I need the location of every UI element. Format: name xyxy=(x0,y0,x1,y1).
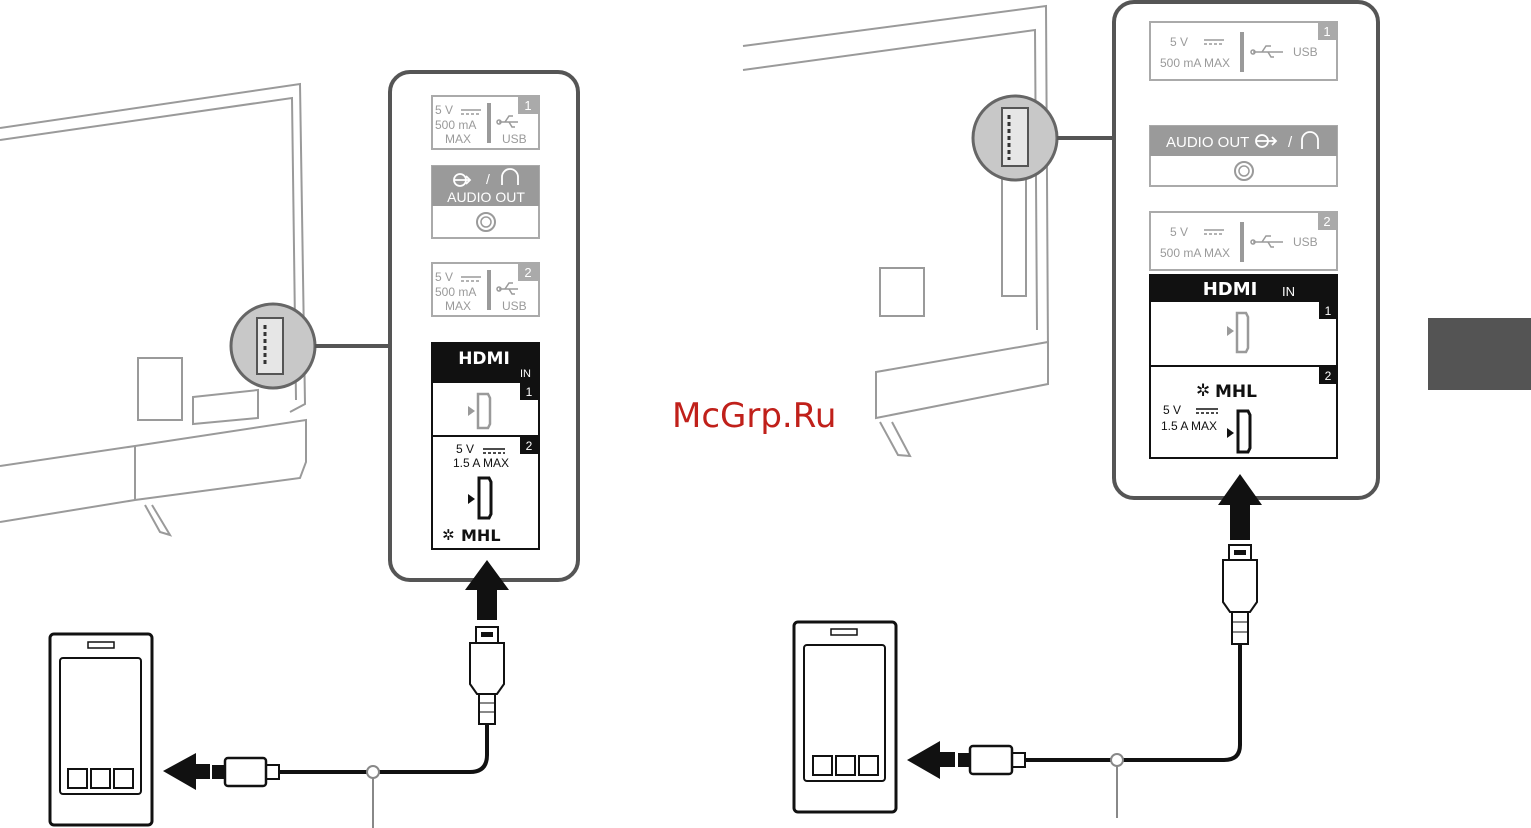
usb-voltage: 5 V xyxy=(1170,225,1188,239)
port-number: 2 xyxy=(526,439,533,453)
usb-current: 500 mA xyxy=(435,118,476,132)
port-number: 2 xyxy=(1323,214,1330,229)
hdmi-in-label: IN xyxy=(520,368,531,380)
left-cable xyxy=(163,560,509,828)
usb-max: MAX xyxy=(445,299,471,313)
port-number: 1 xyxy=(1325,304,1332,318)
mhl-logo: MHL xyxy=(461,526,501,545)
usb-max: MAX xyxy=(445,132,471,146)
port-number: 1 xyxy=(526,385,533,399)
right-smartphone xyxy=(794,622,896,812)
left-usb1-port: 1 5 V 500 mA MAX USB xyxy=(432,96,539,149)
hdmi-logo: HDMI xyxy=(458,349,510,369)
port-number: 1 xyxy=(1323,24,1330,39)
left-magnifier xyxy=(231,304,391,388)
right-usb1-port: 1 5 V 500 mA MAX USB xyxy=(1150,22,1337,80)
audio-label: AUDIO OUT xyxy=(1166,134,1249,151)
left-usb2-port: 2 5 V 500 mA MAX USB xyxy=(432,263,539,316)
left-smartphone xyxy=(50,634,152,825)
hdmi-in-label: IN xyxy=(1282,284,1295,299)
right-audio-port: AUDIO OUT / xyxy=(1150,126,1337,186)
usb-voltage: 5 V xyxy=(435,103,453,117)
usb-label: USB xyxy=(1293,235,1318,249)
section-tab xyxy=(1428,318,1531,390)
usb-label: USB xyxy=(502,132,527,146)
mhl-logo: MHL xyxy=(1215,382,1257,402)
usb-current: 500 mA xyxy=(435,285,476,299)
mhl-star-icon: ✲ xyxy=(442,526,455,544)
hdmi-logo: HDMI xyxy=(1203,279,1258,300)
mhl-star-icon: ✲ xyxy=(1196,381,1210,401)
port-number: 2 xyxy=(1325,369,1332,383)
audio-label: AUDIO OUT xyxy=(447,189,525,205)
usb-voltage: 5 V xyxy=(1170,35,1188,49)
port-number: 2 xyxy=(524,265,531,280)
right-hdmi-block: HDMI IN 1 2 ✲ MHL 5 V 1.5 A MAX xyxy=(1150,275,1337,458)
right-tv-body xyxy=(743,6,1048,456)
mhl-voltage: 5 V xyxy=(1163,403,1181,417)
mhl-current: 1.5 A MAX xyxy=(453,456,509,470)
port-number: 1 xyxy=(524,98,531,113)
watermark-text: McGrp.Ru xyxy=(672,396,836,436)
usb-label: USB xyxy=(1293,45,1318,59)
mhl-current: 1.5 A MAX xyxy=(1161,419,1217,433)
left-audio-port: / AUDIO OUT xyxy=(432,166,539,238)
right-usb2-port: 2 5 V 500 mA MAX USB xyxy=(1150,212,1337,270)
usb-current: 500 mA MAX xyxy=(1160,246,1230,260)
usb-voltage: 5 V xyxy=(435,270,453,284)
mhl-voltage: 5 V xyxy=(456,442,474,456)
left-hdmi-block: HDMI IN 1 2 5 V 1.5 A MAX ✲ MHL xyxy=(432,343,539,549)
right-cable xyxy=(907,474,1262,818)
audio-slash: / xyxy=(486,171,490,187)
usb-current: 500 mA MAX xyxy=(1160,56,1230,70)
right-magnifier xyxy=(973,96,1115,180)
usb-label: USB xyxy=(502,299,527,313)
